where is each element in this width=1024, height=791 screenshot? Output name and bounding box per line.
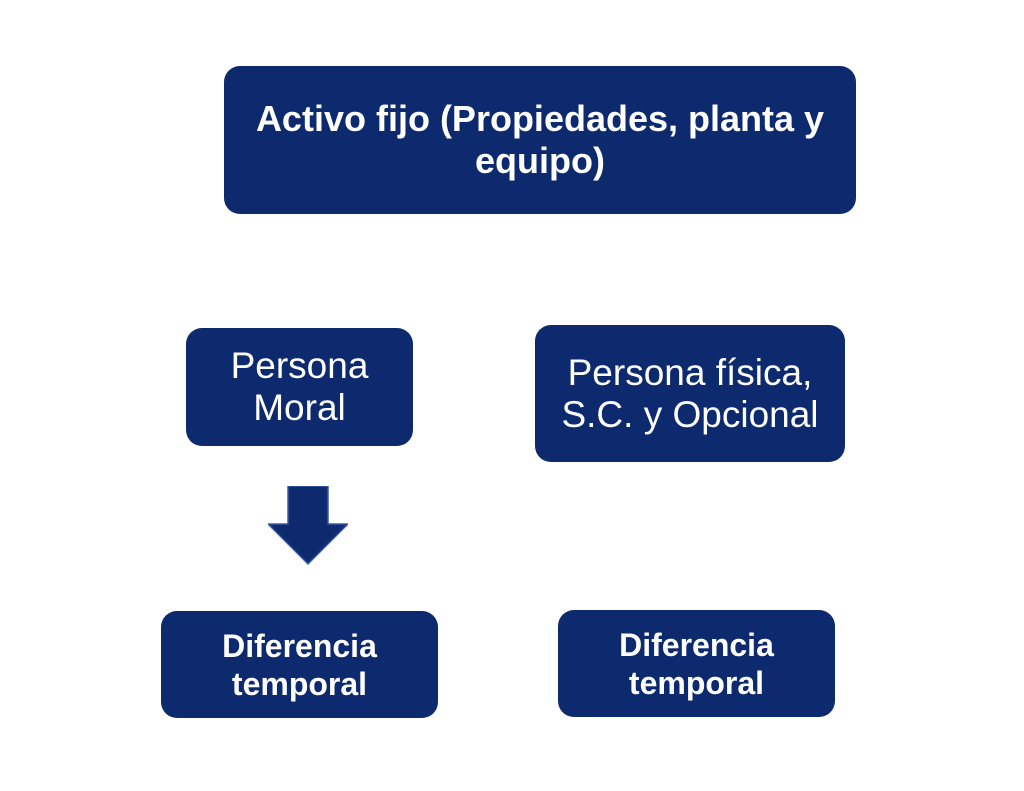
diferencia-temporal-left-box: Diferencia temporal (161, 611, 438, 718)
diferencia-temporal-right-box: Diferencia temporal (558, 610, 835, 717)
persona-fisica-label: Persona física, S.C. y Opcional (561, 351, 819, 435)
arrow-down-icon (268, 486, 348, 566)
persona-fisica-box: Persona física, S.C. y Opcional (535, 325, 845, 462)
diferencia-temporal-left-label: Diferencia temporal (222, 627, 377, 702)
activo-fijo-box: Activo fijo (Propiedades, planta y equip… (224, 66, 856, 214)
activo-fijo-label: Activo fijo (Propiedades, planta y equip… (255, 98, 825, 181)
persona-moral-box: Persona Moral (186, 328, 413, 446)
persona-moral-label: Persona Moral (230, 345, 369, 428)
diferencia-temporal-right-label: Diferencia temporal (619, 626, 774, 701)
